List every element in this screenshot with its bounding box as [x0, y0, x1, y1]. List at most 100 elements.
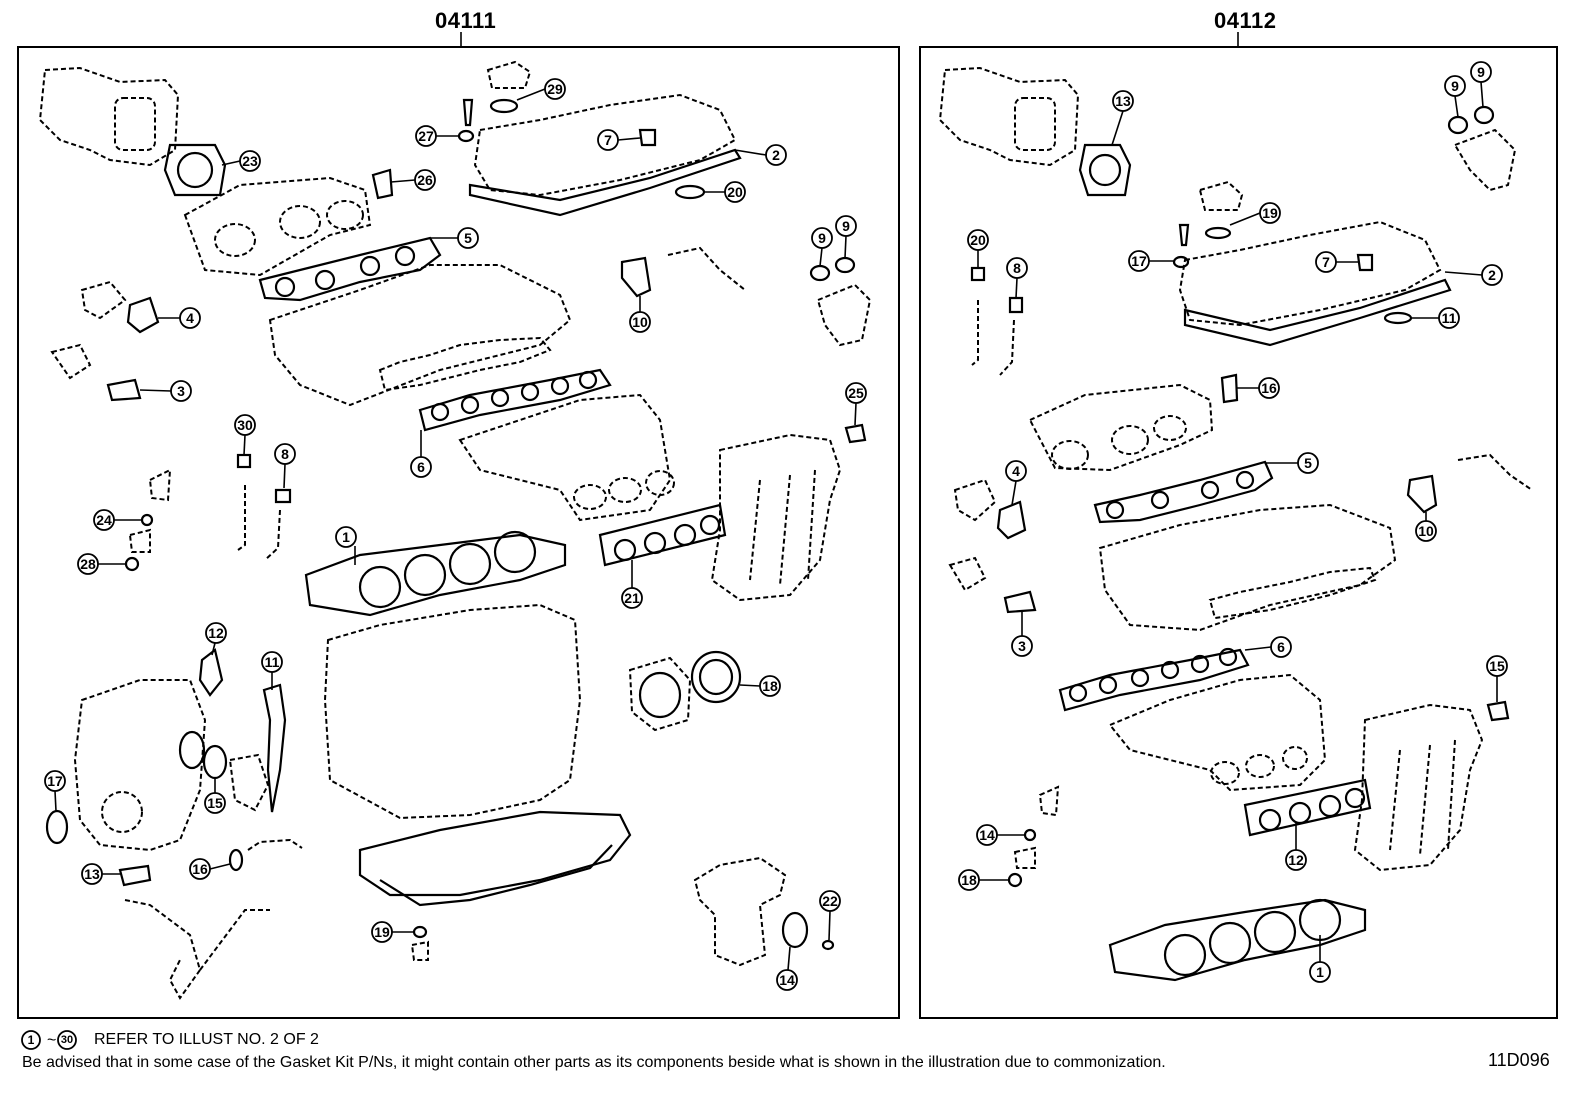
callout-right-13: 13	[1112, 90, 1134, 112]
svg-text:18: 18	[762, 678, 778, 694]
callout-right-15: 15	[1486, 655, 1508, 677]
callout-left-23: 23	[239, 150, 261, 172]
callout-left-5: 5	[457, 227, 479, 249]
callout-left-9b: 9	[835, 215, 857, 237]
kit-number-left: 04111	[435, 8, 497, 33]
svg-text:9: 9	[818, 230, 826, 246]
svg-text:19: 19	[374, 924, 390, 940]
svg-text:17: 17	[1131, 253, 1147, 269]
svg-text:22: 22	[822, 893, 838, 909]
svg-text:11: 11	[265, 654, 280, 670]
svg-text:23: 23	[242, 153, 258, 169]
right-callouts: 1 2 3 4 5 6 7 8 9 9 10 11 12 13 14 15 16…	[958, 61, 1508, 983]
diagram-panel-right	[919, 46, 1558, 1019]
callout-right-11: 11	[1438, 307, 1460, 329]
callout-left-11: 11	[261, 651, 283, 673]
svg-text:26: 26	[417, 172, 433, 188]
svg-text:18: 18	[961, 872, 977, 888]
svg-text:17: 17	[47, 773, 63, 789]
svg-text:16: 16	[1261, 380, 1277, 396]
svg-text:24: 24	[96, 512, 112, 528]
range-start-circle: 1	[21, 1030, 41, 1050]
svg-text:5: 5	[464, 230, 472, 246]
svg-text:14: 14	[979, 827, 995, 843]
svg-text:2: 2	[772, 147, 780, 163]
svg-text:27: 27	[418, 128, 434, 144]
callout-right-9a: 9	[1444, 75, 1466, 97]
svg-text:30: 30	[61, 1034, 73, 1046]
svg-text:4: 4	[186, 310, 194, 326]
callout-left-13: 13	[81, 863, 103, 885]
svg-text:1: 1	[342, 529, 350, 545]
callout-left-24: 24	[93, 509, 115, 531]
diagram-panel-left	[17, 46, 900, 1019]
callout-right-7: 7	[1315, 251, 1337, 273]
callout-right-10: 10	[1415, 520, 1437, 542]
svg-text:14: 14	[779, 972, 795, 988]
callout-right-4: 4	[1005, 460, 1027, 482]
svg-text:13: 13	[1115, 93, 1131, 109]
svg-text:10: 10	[1418, 523, 1434, 539]
callout-left-22: 22	[819, 890, 841, 912]
callout-right-3: 3	[1011, 635, 1033, 657]
callout-left-19: 19	[371, 921, 393, 943]
callout-left-15: 15	[204, 792, 226, 814]
left-callouts: 1 2 3 4 5 6 7 8 9 9 10 11 12 13 14 15 16…	[44, 78, 867, 991]
callout-right-18: 18	[958, 869, 980, 891]
callout-left-25: 25	[845, 382, 867, 404]
callout-right-9b: 9	[1470, 61, 1492, 83]
footer-range-symbols: 1 ~ 30	[21, 1030, 77, 1050]
callout-left-14: 14	[776, 969, 798, 991]
svg-text:13: 13	[84, 866, 100, 882]
svg-text:15: 15	[1489, 658, 1505, 674]
callout-left-27: 27	[415, 125, 437, 147]
svg-text:9: 9	[1451, 78, 1459, 94]
left-parts-drawing	[38, 60, 872, 1000]
callout-right-5: 5	[1297, 452, 1319, 474]
svg-text:20: 20	[727, 184, 743, 200]
svg-text:7: 7	[1322, 254, 1330, 270]
callout-left-3: 3	[170, 380, 192, 402]
svg-text:6: 6	[417, 459, 425, 475]
svg-text:25: 25	[848, 385, 864, 401]
callout-left-21: 21	[621, 587, 643, 609]
callout-left-7: 7	[597, 129, 619, 151]
svg-text:20: 20	[970, 232, 986, 248]
svg-text:30: 30	[237, 417, 253, 433]
svg-text:21: 21	[624, 590, 640, 606]
advisory-note: Be advised that in some case of the Gask…	[22, 1054, 1166, 1071]
svg-text:2: 2	[1488, 267, 1496, 283]
svg-text:8: 8	[281, 446, 289, 462]
svg-text:19: 19	[1262, 205, 1278, 221]
kit-number-right: 04112	[1214, 8, 1277, 33]
callout-right-16: 16	[1258, 377, 1280, 399]
callout-right-17: 17	[1128, 250, 1150, 272]
callout-right-12: 12	[1285, 849, 1307, 871]
svg-text:7: 7	[604, 132, 612, 148]
right-parts-drawing	[938, 66, 1533, 982]
callout-left-29: 29	[544, 78, 566, 100]
callout-right-8: 8	[1006, 257, 1028, 279]
svg-text:12: 12	[1288, 852, 1304, 868]
svg-text:6: 6	[1277, 639, 1285, 655]
svg-text:1: 1	[1316, 964, 1324, 980]
callout-left-16: 16	[189, 858, 211, 880]
svg-text:10: 10	[632, 314, 648, 330]
svg-text:12: 12	[208, 625, 224, 641]
callout-left-2: 2	[765, 144, 787, 166]
callout-right-20: 20	[967, 229, 989, 251]
svg-text:3: 3	[1018, 638, 1026, 654]
svg-text:3: 3	[177, 383, 185, 399]
svg-text:11: 11	[1442, 310, 1457, 326]
callout-left-26: 26	[414, 169, 436, 191]
svg-text:15: 15	[207, 795, 223, 811]
svg-text:9: 9	[842, 218, 850, 234]
svg-text:5: 5	[1304, 455, 1312, 471]
callout-right-1: 1	[1309, 961, 1331, 983]
callout-left-20: 20	[724, 181, 746, 203]
callout-left-10: 10	[629, 311, 651, 333]
svg-text:8: 8	[1013, 260, 1021, 276]
callout-left-17: 17	[44, 770, 66, 792]
drawing-code: 11D096	[1488, 1050, 1550, 1070]
